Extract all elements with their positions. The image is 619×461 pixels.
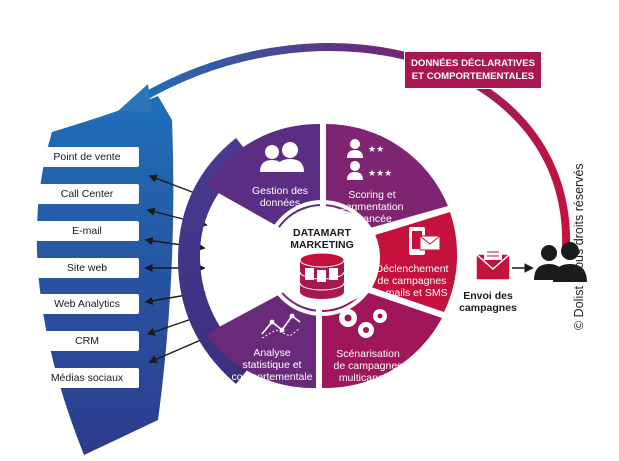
segment-analyse-label-1: Analyse	[253, 347, 291, 359]
segment-scoring[interactable]	[326, 124, 448, 228]
segment-scoring-label-2: segmentation	[340, 201, 403, 213]
segment-gestion-label-2: données	[260, 197, 300, 209]
segment-scenarisation-label-2: de campagnes	[334, 360, 403, 372]
datamart-title-2: MARKETING	[290, 239, 354, 251]
segment-scenarisation-label-1: Scénarisation	[336, 348, 400, 360]
feedback-tag-line-1: DONNÉES DÉCLARATIVES	[410, 58, 536, 69]
channel-medias-sociaux[interactable]: Médias sociaux	[35, 368, 139, 388]
channel-point-de-vente[interactable]: Point de vente	[35, 147, 139, 167]
line-chart-icon	[261, 313, 301, 339]
star-rating-icon: ★★ ★★★	[347, 139, 392, 180]
segment-analyse[interactable]	[206, 292, 316, 389]
interface-label: INTERFACE	[206, 213, 238, 297]
segment-declenchement-label-1: Déclenchement	[376, 263, 449, 275]
channel-call-center[interactable]: Call Center	[35, 184, 139, 204]
segment-scoring-label-3: avancée	[352, 213, 392, 225]
customers-icon	[534, 242, 587, 282]
channel-web-analytics[interactable]: Web Analytics	[35, 294, 139, 314]
datamart-center-ring	[264, 200, 380, 316]
email-send-icon	[475, 248, 511, 281]
envoi-label-1: Envoi des	[463, 290, 513, 302]
channel-email[interactable]: E-mail	[35, 221, 139, 241]
envoi-label-2: campagnes	[459, 302, 517, 314]
channel-site-web[interactable]: Site web	[35, 258, 139, 278]
interface-band	[178, 138, 252, 384]
segment-scoring-label-1: Scoring et	[348, 189, 395, 201]
segment-declenchement-label-3: e-mails et SMS	[376, 287, 447, 299]
feedback-tag: DONNÉES DÉCLARATIVES ET COMPORTEMENTALES	[404, 51, 542, 89]
feedback-arrowhead	[118, 84, 152, 112]
database-icon	[299, 252, 345, 299]
svg-text:★★: ★★	[368, 145, 384, 155]
mobile-email-icon	[409, 227, 441, 255]
segment-declenchement-label-2: de campagnes	[378, 275, 447, 287]
copyright-notice: © Dolist - Tous droits réservés	[572, 163, 586, 330]
gears-icon	[339, 309, 387, 338]
segment-gestion-label-1: Gestion des	[252, 185, 308, 197]
datamart-title-1: DATAMART	[293, 227, 352, 239]
segment-scenarisation-label-3: multicanales	[339, 372, 397, 384]
feedback-tag-line-2: ET COMPORTEMENTALES	[411, 71, 535, 82]
segment-analyse-label-3: comportementale	[231, 371, 312, 383]
users-icon	[260, 142, 304, 172]
channel-crm[interactable]: CRM	[35, 331, 139, 351]
svg-text:★★★: ★★★	[368, 169, 392, 179]
segment-analyse-label-2: statistique et	[243, 359, 302, 371]
